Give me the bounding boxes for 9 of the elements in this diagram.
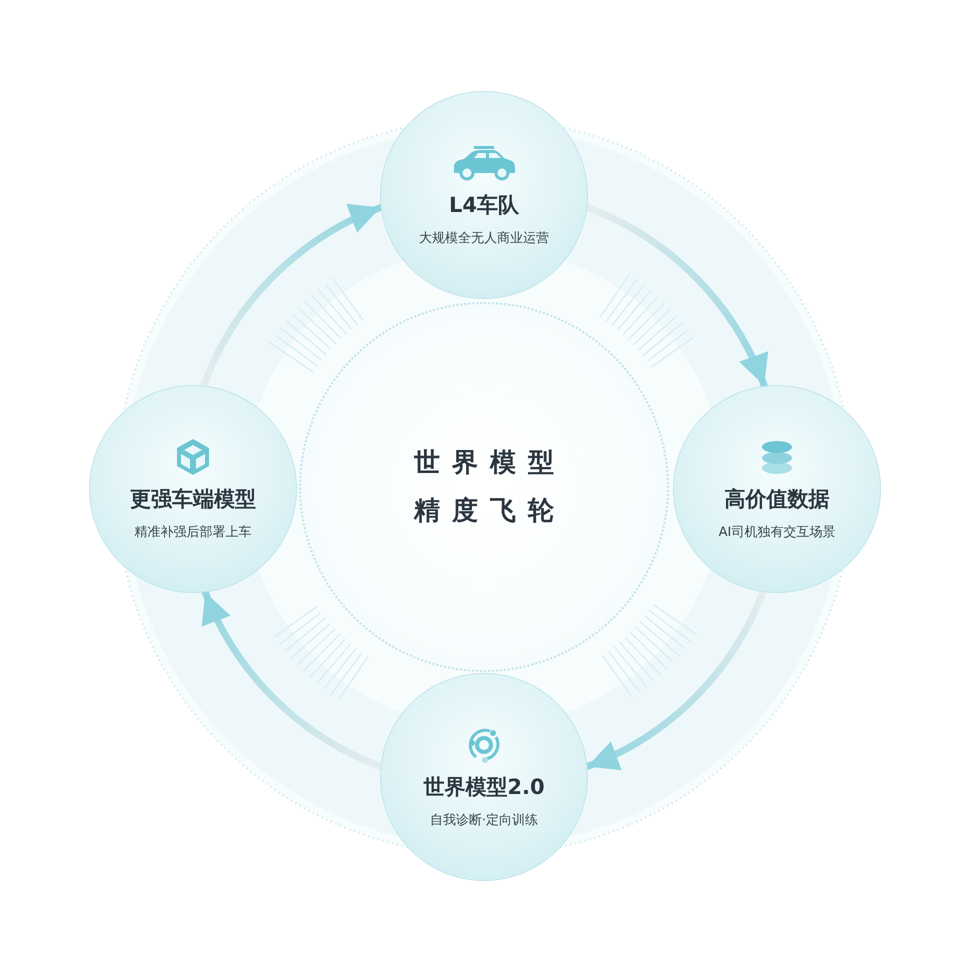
- node-title: L4车队: [449, 192, 519, 219]
- center-title: 世界模型精度飞轮: [412, 447, 567, 528]
- node-title: 世界模型2.0: [423, 774, 545, 801]
- node-title: 更强车端模型: [130, 486, 256, 513]
- node-subtitle: 大规模全无人商业运营: [419, 230, 549, 247]
- node-subtitle: AI司机独有交互场景: [718, 524, 836, 541]
- node-subtitle: 精准补强后部署上车: [134, 524, 252, 541]
- node-subtitle: 自我诊断·定向训练: [430, 812, 538, 829]
- node-title: 高价值数据: [724, 486, 830, 513]
